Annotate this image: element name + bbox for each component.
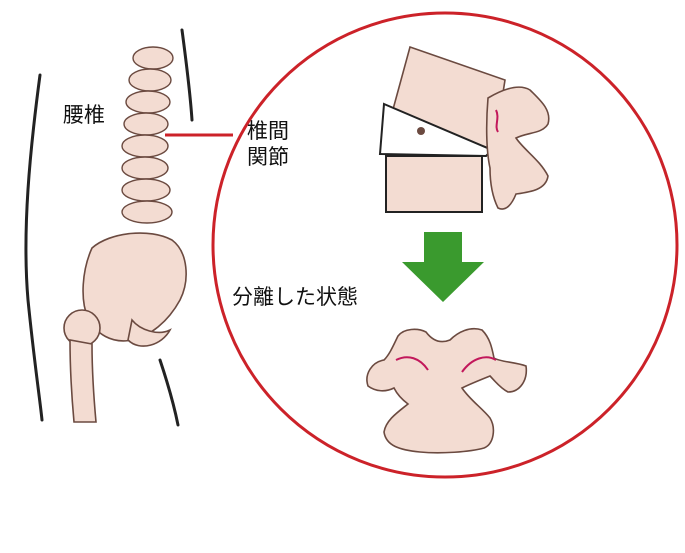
separated-state-label: 分離した状態 — [232, 285, 358, 309]
facet-joint-label: 椎間 関節 — [247, 118, 289, 171]
down-arrow-icon — [402, 232, 484, 302]
pelvis — [63, 232, 187, 423]
lumbar-label: 腰椎 — [63, 103, 105, 127]
magnification-circle — [211, 11, 679, 479]
lumbar-spine — [121, 46, 174, 224]
facet-label-line-1: 椎間 — [247, 119, 289, 143]
facet-label-line-2: 関節 — [247, 145, 289, 170]
vertebra-separated-view — [366, 327, 528, 454]
vertebra-side-view — [378, 45, 550, 213]
body-outline — [24, 28, 194, 427]
